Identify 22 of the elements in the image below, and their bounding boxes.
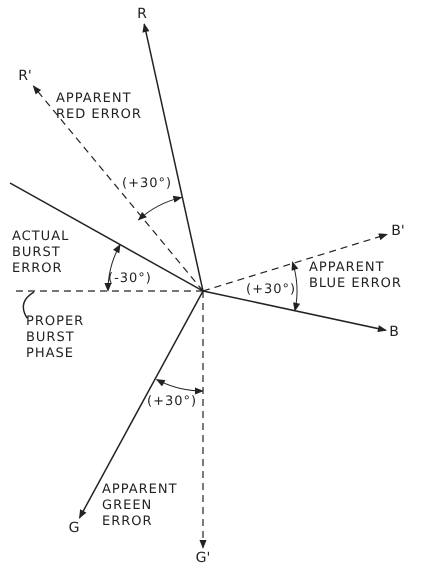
vector-label: R <box>134 4 150 24</box>
error-label: ACTUAL BURST ERROR <box>12 229 70 277</box>
callout-text: PROPER BURST PHASE <box>26 314 96 362</box>
vector-label: R' <box>15 66 35 86</box>
vector-arrow <box>78 290 204 519</box>
leader-line <box>22 291 34 318</box>
angle-label: (+30°) <box>122 176 174 192</box>
vector-arrow <box>202 290 387 332</box>
angle-label: (+30°) <box>147 394 198 410</box>
vector-arrow <box>202 233 388 292</box>
vector-arrow <box>142 23 204 292</box>
vector-label: B' <box>387 221 409 241</box>
angle-label: (-30°) <box>108 271 153 287</box>
vector-label: G' <box>193 548 213 563</box>
error-label: APPARENT GREEN ERROR <box>102 482 179 530</box>
vector-arrow <box>199 291 207 549</box>
error-label: APPARENT BLUE ERROR <box>309 260 403 292</box>
vector-label: G <box>66 518 82 538</box>
error-label: APPARENT RED ERROR <box>56 91 143 123</box>
angle-label: (+30°) <box>246 282 298 298</box>
vector-arrow <box>32 85 204 292</box>
vector-label: B <box>386 322 402 342</box>
